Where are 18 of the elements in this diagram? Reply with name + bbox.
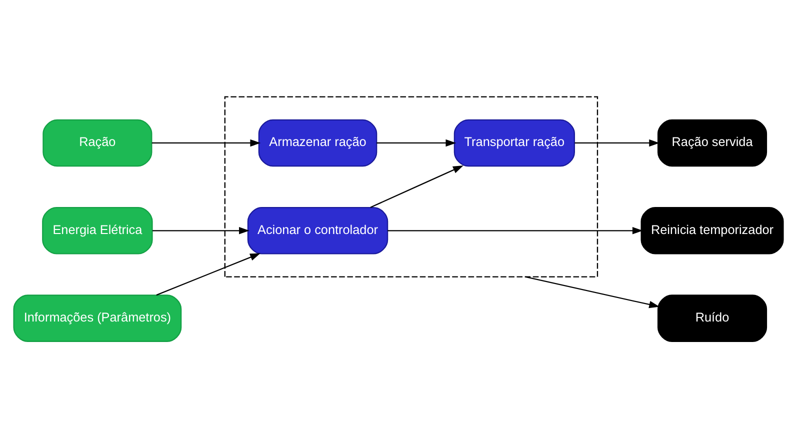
arrow	[525, 276, 660, 308]
arrow	[152, 227, 250, 234]
node-box: Transportar ração	[454, 119, 575, 167]
node-box: Reinicia temporizador	[640, 207, 784, 254]
node-box: Acionar o controlador	[247, 207, 388, 254]
arrow	[156, 253, 260, 296]
node-box: Ração servida	[657, 119, 768, 167]
node-box: Ruído	[657, 294, 768, 342]
arrow	[370, 165, 464, 208]
node-box: Informações (Parâmetros)	[13, 294, 182, 342]
arrow	[152, 139, 261, 147]
arrow	[574, 139, 660, 147]
arrow	[388, 227, 643, 234]
node-box: Ração	[42, 119, 152, 167]
arrow	[376, 139, 456, 147]
cluster	[224, 96, 598, 278]
node-box: Armazenar ração	[258, 119, 378, 167]
node-box: Energia Elétrica	[42, 207, 153, 254]
